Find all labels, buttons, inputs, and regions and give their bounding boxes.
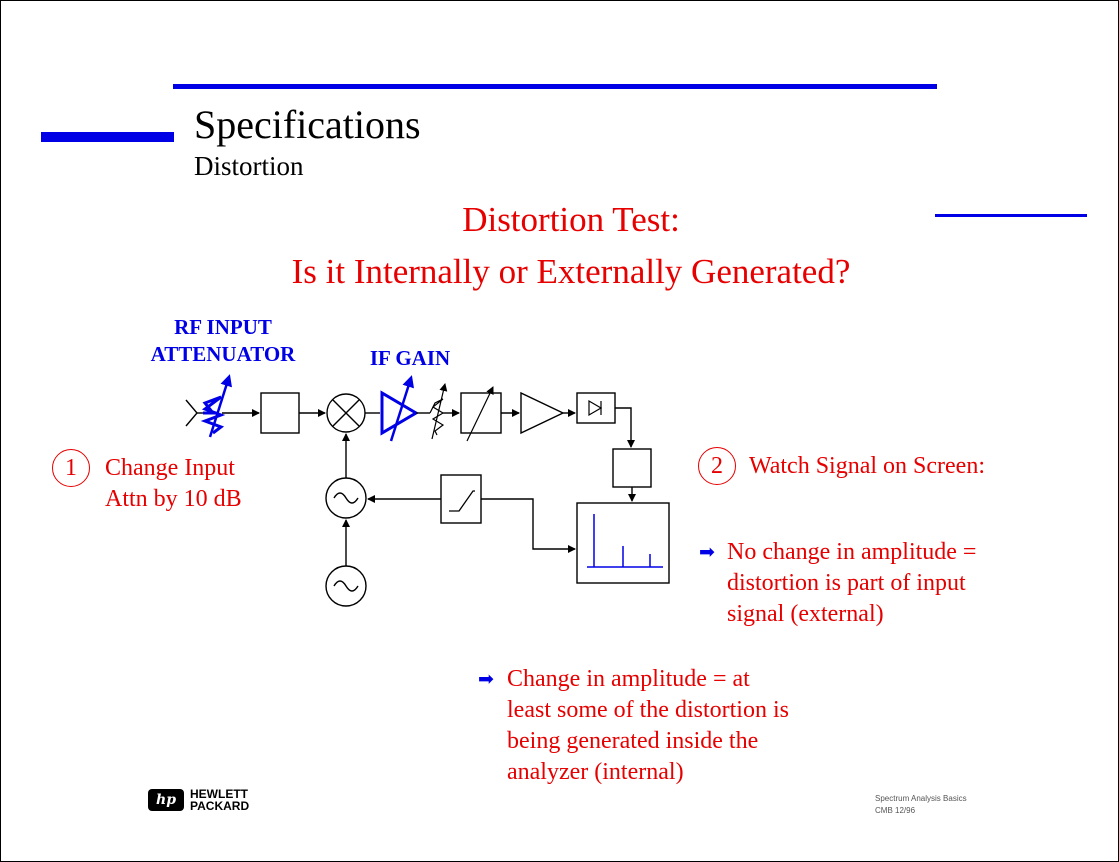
hp-logo-mark: hp — [148, 789, 184, 811]
step-2-badge: 2 — [698, 447, 736, 485]
variable-resistor-icon — [429, 383, 448, 440]
right-arrow-icon: ➡ — [699, 541, 715, 563]
slide-subtitle: Distortion — [194, 151, 304, 181]
right-arrow-icon: ➡ — [478, 668, 494, 690]
rf-attenuator-label: RF INPUT ATTENUATOR — [150, 315, 296, 366]
rf-attenuator-icon — [200, 374, 233, 438]
step-2-text: Watch Signal on Screen: — [749, 453, 986, 479]
outcome-external-text: No change in amplitude = distortion is p… — [727, 539, 977, 627]
filter-box — [260, 392, 300, 434]
right-rule — [935, 214, 1087, 217]
display-screen — [576, 502, 670, 584]
step-1-badge: 1 — [52, 449, 90, 487]
slide-title: Specifications — [194, 102, 421, 147]
local-oscillator-icon — [325, 477, 367, 519]
input-connector-icon — [185, 399, 198, 427]
top-rule — [173, 84, 937, 89]
left-rule — [41, 132, 174, 142]
video-filter-box — [612, 448, 652, 488]
reference-oscillator-icon — [325, 565, 367, 607]
hp-logo: hp HEWLETT PACKARD — [148, 788, 249, 812]
footer-note: Spectrum Analysis Basics CMB 12/96 — [875, 794, 967, 815]
step-1-text: Change Input Attn by 10 dB — [105, 455, 242, 512]
heading-line-1: Distortion Test: — [462, 200, 680, 239]
if-gain-label: IF GAIN — [369, 346, 451, 370]
mixer-icon — [326, 393, 366, 433]
detector-icon — [576, 392, 616, 424]
if-gain-amplifier-icon — [380, 375, 419, 442]
heading-line-2: Is it Internally or Externally Generated… — [291, 252, 851, 291]
outcome-internal-text: Change in amplitude = at least some of t… — [507, 666, 789, 785]
log-amplifier-icon — [520, 391, 565, 435]
sweep-generator-box — [440, 474, 482, 524]
